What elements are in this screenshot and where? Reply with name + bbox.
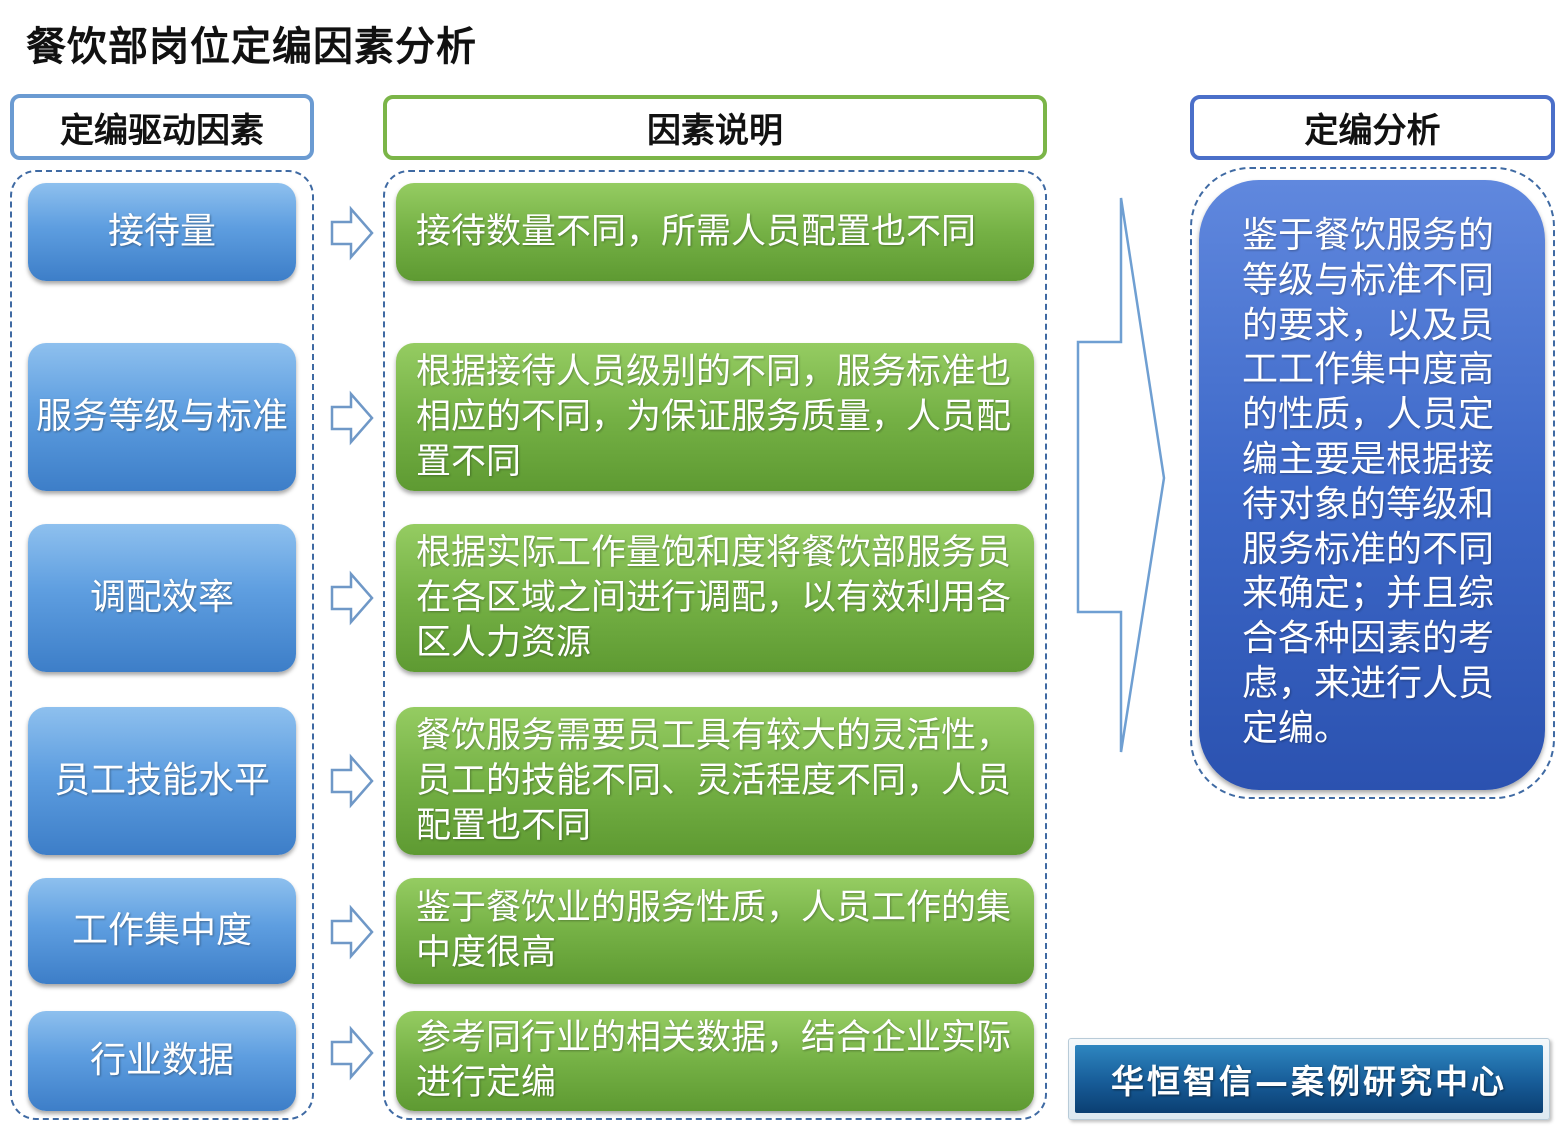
right-arrow-icon xyxy=(330,753,374,809)
header-analysis: 定编分析 xyxy=(1190,95,1555,160)
explanation-box-staff-skill: 餐饮服务需要员工具有较大的灵活性，员工的技能不同、灵活程度不同，人员配置也不同 xyxy=(396,707,1034,855)
driver-box-allocation-efficiency: 调配效率 xyxy=(28,524,296,672)
header-explanation: 因素说明 xyxy=(383,95,1047,160)
explanation-box-reception-volume: 接待数量不同，所需人员配置也不同 xyxy=(396,183,1034,281)
driver-box-service-level: 服务等级与标准 xyxy=(28,343,296,491)
driver-box-work-concentration: 工作集中度 xyxy=(28,878,296,984)
drivers-container xyxy=(10,170,314,1120)
explanation-box-work-concentration: 鉴于餐饮业的服务性质，人员工作的集中度很高 xyxy=(396,878,1034,984)
explanations-container xyxy=(383,170,1047,1120)
right-arrow-icon xyxy=(330,205,374,261)
analysis-box: 鉴于餐饮服务的等级与标准不同的要求，以及员工工作集中度高的性质，人员定编主要是根… xyxy=(1199,180,1545,790)
stamp-text: 华恒智信—案例研究中心 xyxy=(1075,1045,1543,1113)
driver-box-industry-data: 行业数据 xyxy=(28,1011,296,1111)
driver-box-reception-volume: 接待量 xyxy=(28,183,296,281)
big-right-arrow-icon xyxy=(1076,197,1166,753)
right-arrow-icon xyxy=(330,570,374,626)
page-title: 餐饮部岗位定编因素分析 xyxy=(26,24,477,70)
explanation-box-industry-data: 参考同行业的相关数据，结合企业实际进行定编 xyxy=(396,1011,1034,1111)
analysis-container xyxy=(1190,167,1555,799)
right-arrow-icon xyxy=(330,390,374,446)
right-arrow-icon xyxy=(330,1025,374,1081)
header-drivers: 定编驱动因素 xyxy=(10,94,314,160)
right-arrow-icon xyxy=(330,904,374,960)
driver-box-staff-skill: 员工技能水平 xyxy=(28,707,296,855)
company-stamp: 华恒智信—案例研究中心 xyxy=(1068,1038,1550,1120)
explanation-box-service-level: 根据接待人员级别的不同，服务标准也相应的不同，为保证服务质量，人员配置不同 xyxy=(396,343,1034,491)
explanation-box-allocation-efficiency: 根据实际工作量饱和度将餐饮部服务员在各区域之间进行调配，以有效利用各区人力资源 xyxy=(396,524,1034,672)
